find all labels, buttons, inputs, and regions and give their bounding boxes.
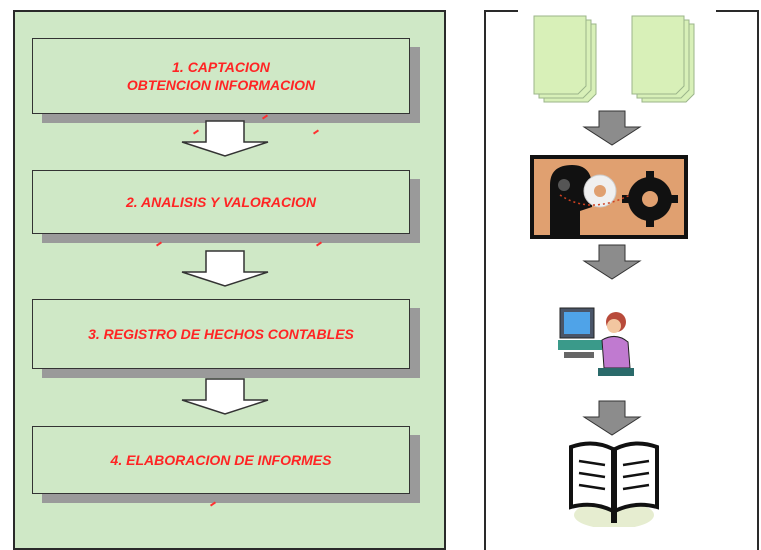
analysis-gears-icon xyxy=(530,155,688,239)
gray-down-arrow-icon xyxy=(582,244,642,280)
step-2-title: 2. ANALISIS Y VALORACION xyxy=(125,194,317,210)
down-arrow-icon xyxy=(181,250,269,287)
gray-down-arrow-icon xyxy=(582,110,642,146)
open-book-icon xyxy=(569,441,659,527)
step-box-registro: 3. REGISTRO DE HECHOS CONTABLES xyxy=(32,299,410,369)
step-1-title: 1. CAPTACION xyxy=(172,59,270,75)
computer-user-icon xyxy=(558,307,634,376)
icons-panel xyxy=(484,10,759,550)
step-1-subtitle: OBTENCION INFORMACION xyxy=(126,77,316,93)
step-4-title: 4. ELABORACION DE INFORMES xyxy=(110,452,332,468)
step-box-captacion: 1. CAPTACION OBTENCION INFORMACION xyxy=(32,38,410,114)
gray-down-arrow-icon xyxy=(582,400,642,436)
step-box-informes: 4. ELABORACION DE INFORMES xyxy=(32,426,410,494)
documents-icon xyxy=(533,15,695,103)
down-arrow-icon xyxy=(181,120,269,157)
down-arrow-icon xyxy=(181,378,269,415)
panel-top-line-left xyxy=(484,10,518,12)
step-3-title: 3. REGISTRO DE HECHOS CONTABLES xyxy=(88,326,354,342)
panel-top-line-right xyxy=(716,10,759,12)
step-box-analisis: 2. ANALISIS Y VALORACION xyxy=(32,170,410,234)
